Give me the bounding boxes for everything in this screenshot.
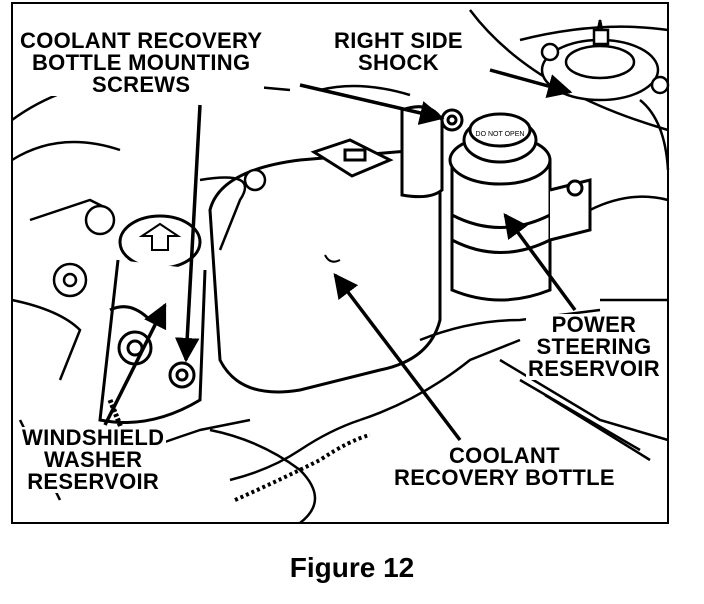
figure-caption: Figure 12 <box>289 552 415 583</box>
leader-lines <box>103 68 577 442</box>
label-right-shock: RIGHT SIDE SHOCK <box>332 28 465 75</box>
arrow-screw-right <box>299 83 445 125</box>
label-coolant-screws: COOLANT RECOVERY BOTTLE MOUNTING SCREWS <box>18 28 265 97</box>
coolant-recovery-bottle-drawing <box>208 105 444 394</box>
label-washer-reservoir: WINDSHIELD WASHER RESERVOIR <box>20 425 167 494</box>
arrow-shock <box>489 68 573 98</box>
arrow-washer <box>103 302 167 426</box>
cap-text: DO NOT OPEN <box>476 131 525 138</box>
power-steering-reservoir-drawing: DO NOT OPEN <box>448 112 592 302</box>
arrow-coolant-bottle <box>333 273 462 442</box>
arrow-power-steering <box>503 213 577 312</box>
mounting-screws <box>168 108 464 389</box>
label-coolant-bottle: COOLANT RECOVERY BOTTLE <box>392 443 617 490</box>
illustration-frame <box>11 2 669 524</box>
label-power-steering: POWER STEERING RESERVOIR <box>526 312 662 381</box>
arrow-screw-left <box>174 104 202 363</box>
